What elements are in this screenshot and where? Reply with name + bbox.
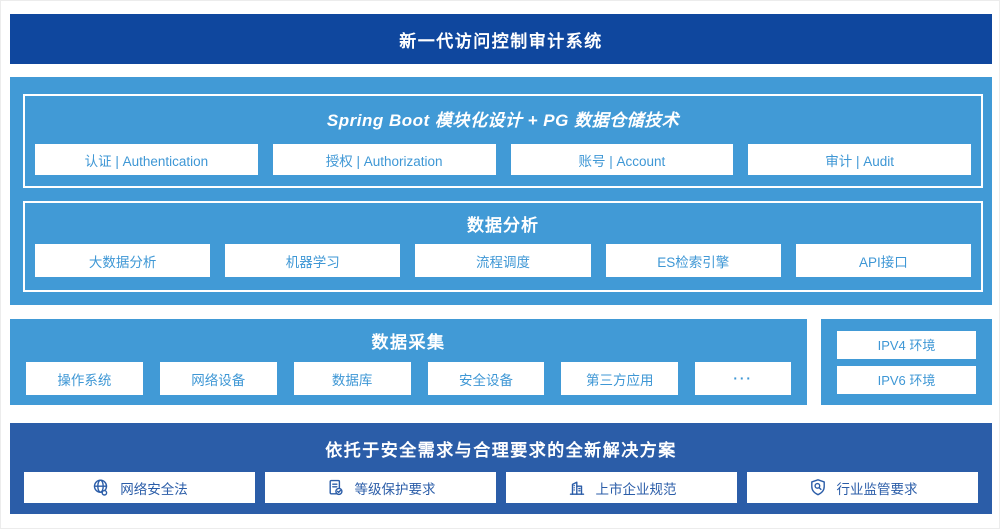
source-box-database: 数据库: [293, 362, 411, 395]
environment-panel: IPV4 环境 IPV6 环境: [821, 319, 992, 405]
data-collection-title: 数据采集: [371, 333, 446, 352]
building-icon: [567, 478, 587, 498]
solution-label: 网络安全法: [120, 481, 188, 497]
data-analysis-title: 数据分析: [467, 216, 539, 235]
module-box-authentication: 认证 | Authentication: [35, 144, 258, 175]
solution-box-listed-company: 上市企业规范: [506, 472, 737, 503]
collection-row: 操作系统 网络设备 数据库 安全设备 第三方应用 ···: [10, 362, 807, 395]
springboot-frame: Spring Boot 模块化设计 + PG 数据仓储技术 认证 | Authe…: [23, 94, 983, 188]
solution-box-industry-regulation: 行业监管要求: [747, 472, 978, 503]
data-analysis-frame: 数据分析 大数据分析 机器学习 流程调度 ES检索引擎 API接口: [23, 201, 983, 292]
env-box-ipv4: IPV4 环境: [837, 330, 976, 359]
solution-label: 等级保护要求: [354, 481, 436, 497]
source-box-network-device: 网络设备: [159, 362, 277, 395]
env-box-ipv6: IPV6 环境: [837, 365, 976, 394]
analysis-box-api: API接口: [795, 244, 972, 277]
platform-section: Spring Boot 模块化设计 + PG 数据仓储技术 认证 | Authe…: [10, 77, 992, 305]
source-box-os: 操作系统: [26, 362, 143, 395]
system-title: 新一代访问控制审计系统: [399, 31, 603, 51]
data-collection-section: 数据采集 操作系统 网络设备 数据库 安全设备 第三方应用 ···: [10, 319, 807, 405]
banner-title-bar: 新一代访问控制审计系统: [10, 14, 992, 64]
module-box-authorization: 授权 | Authorization: [272, 144, 496, 175]
source-box-thirdparty: 第三方应用: [561, 362, 679, 395]
springboot-title: Spring Boot 模块化设计 + PG 数据仓储技术: [326, 111, 680, 130]
solution-label: 行业监管要求: [836, 481, 918, 497]
globe-icon: [91, 478, 111, 498]
solution-title: 依托于安全需求与合理要求的全新解决方案: [325, 441, 677, 460]
solution-label: 上市企业规范: [595, 481, 677, 497]
source-box-more: ···: [695, 362, 792, 395]
shield-search-icon: [808, 478, 828, 498]
module-box-account: 账号 | Account: [510, 144, 734, 175]
solution-row: 网络安全法 等级保护要求: [10, 472, 992, 503]
document-check-icon: [326, 478, 346, 498]
module-box-audit: 审计 | Audit: [748, 144, 971, 175]
solution-box-cybersecurity-law: 网络安全法: [24, 472, 255, 503]
module-row: 认证 | Authentication 授权 | Authorization 账…: [25, 144, 981, 175]
solution-section: 依托于安全需求与合理要求的全新解决方案 网络安全法: [10, 423, 992, 514]
analysis-row: 大数据分析 机器学习 流程调度 ES检索引擎 API接口: [25, 244, 981, 277]
solution-box-classified-protection: 等级保护要求: [265, 472, 496, 503]
source-box-security-device: 安全设备: [427, 362, 545, 395]
analysis-box-workflow: 流程调度: [415, 244, 591, 277]
analysis-box-bigdata: 大数据分析: [35, 244, 211, 277]
analysis-box-ml: 机器学习: [225, 244, 401, 277]
analysis-box-es: ES检索引擎: [605, 244, 781, 277]
